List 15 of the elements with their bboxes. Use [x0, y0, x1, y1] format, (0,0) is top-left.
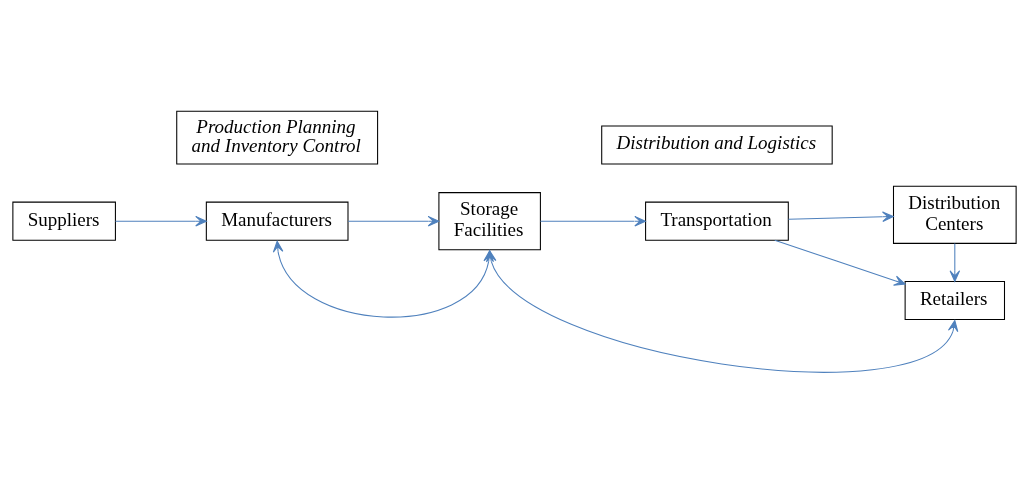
node-box: Production Planning and Inventory Control — [176, 110, 379, 165]
node-box: Manufacturers — [205, 201, 349, 241]
arrow — [539, 215, 646, 226]
arrow — [949, 242, 961, 282]
arrow — [486, 249, 959, 373]
node-box: Retailers — [904, 280, 1006, 320]
node-box: Distribution Centers — [892, 185, 1017, 244]
arrow — [347, 215, 440, 226]
node-box: Distribution and Logistics — [601, 125, 833, 165]
arrow — [774, 239, 906, 286]
arrow — [114, 215, 207, 226]
node-box: Transportation — [645, 201, 789, 241]
arrow — [787, 210, 894, 222]
node-box: Suppliers — [12, 201, 116, 241]
node-box: Storage Facilities — [438, 191, 541, 250]
